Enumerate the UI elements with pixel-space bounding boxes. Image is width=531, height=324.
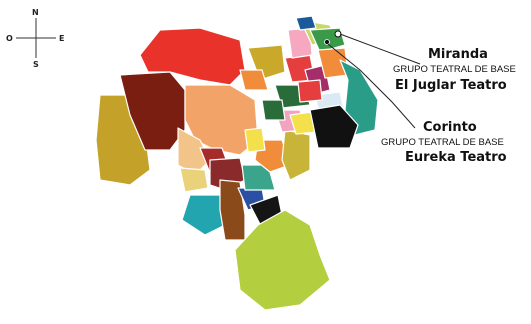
label-corinto: Corinto GRUPO TEATRAL DE BASE Eureka Tea…: [381, 120, 507, 165]
region: [181, 194, 226, 236]
region: [179, 167, 209, 193]
region: [234, 209, 331, 311]
compass-east: E: [59, 34, 64, 43]
region: [239, 69, 269, 91]
city-name: Miranda: [428, 47, 488, 62]
group-name: Eureka Teatro: [405, 150, 507, 165]
compass-south: S: [33, 60, 39, 69]
region: [261, 99, 286, 121]
region: [241, 164, 276, 191]
region: [184, 84, 259, 156]
region: [297, 79, 323, 103]
region: [177, 127, 211, 176]
region: [309, 104, 359, 149]
compass-west: O: [6, 34, 13, 43]
group-name: El Juglar Teatro: [395, 78, 507, 93]
region: [295, 15, 317, 31]
city-name: Corinto: [423, 120, 477, 135]
marker-corinto: [324, 39, 330, 45]
region: [281, 129, 311, 181]
municipalities: [95, 15, 379, 311]
region: [139, 27, 246, 86]
label-miranda: Miranda GRUPO TEATRAL DE BASE El Juglar …: [393, 47, 516, 93]
leader-lines: [327, 33, 421, 129]
group-type: GRUPO TEATRAL DE BASE: [393, 64, 516, 75]
region: [244, 127, 266, 153]
group-type: GRUPO TEATRAL DE BASE: [381, 137, 504, 148]
location-markers: [324, 30, 342, 45]
compass-north: N: [32, 8, 39, 17]
compass-rose: N S E O: [6, 8, 64, 69]
